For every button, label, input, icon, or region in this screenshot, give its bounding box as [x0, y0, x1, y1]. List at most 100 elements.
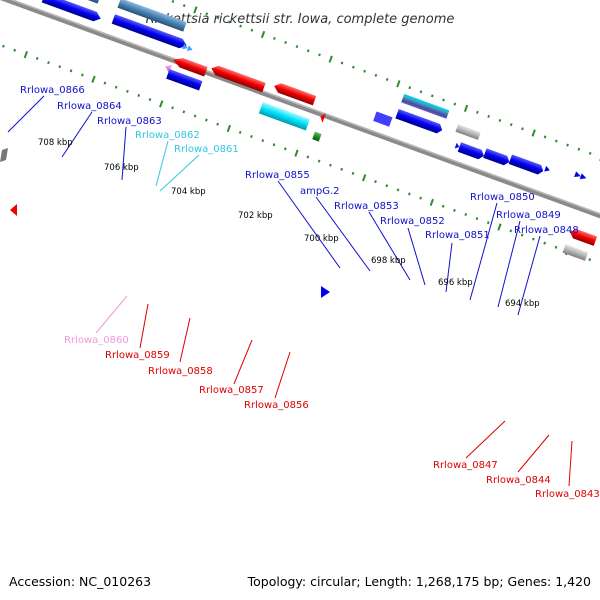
gene-label[interactable]: Rrlowa_0853 [334, 201, 399, 212]
minor-tick [396, 188, 400, 192]
minor-tick [554, 139, 558, 143]
minor-tick [261, 139, 265, 143]
minor-tick [442, 98, 445, 102]
gene-arrow-0866[interactable] [41, 0, 103, 23]
minor-tick [137, 93, 141, 97]
minor-tick [419, 196, 422, 200]
minor-tick [476, 110, 479, 114]
minor-tick [273, 36, 276, 40]
minor-tick [498, 118, 502, 123]
gene-label[interactable]: Rrlowa_0859 [105, 350, 170, 361]
gene-label[interactable]: Rrlowa_0862 [135, 130, 200, 141]
major-tick [23, 51, 29, 59]
minor-tick [47, 61, 50, 65]
gene-arrow-0864[interactable] [111, 14, 189, 50]
gene-arrow-0858[interactable] [210, 64, 266, 93]
gene-label[interactable]: Rrlowa_0861 [174, 144, 239, 155]
minor-tick [126, 89, 129, 93]
gene-box-0857[interactable] [258, 102, 310, 131]
label-leaders [7, 95, 573, 487]
gene-label[interactable]: Rrlowa_0856 [244, 400, 309, 411]
minor-tick [13, 48, 17, 52]
gene-label[interactable]: Rrlowa_0864 [57, 101, 122, 112]
major-tick [531, 129, 536, 137]
minor-tick [340, 167, 344, 171]
minor-tick [171, 106, 174, 110]
forward-tick-row [171, 0, 600, 162]
major-tick [463, 104, 469, 113]
gene-label[interactable]: Rrlowa_0852 [380, 216, 445, 227]
kbp-label: 704 kbp [171, 187, 206, 197]
minor-tick [464, 212, 468, 216]
gene-label[interactable]: Rrlowa_0850 [470, 192, 535, 203]
gene-label[interactable]: Rrlowa_0851 [425, 230, 490, 241]
genome-backbone [0, 0, 600, 226]
minor-tick [239, 24, 242, 28]
gene-label[interactable]: Rrlowa_0849 [496, 210, 561, 221]
gene-box-0856[interactable] [312, 131, 322, 142]
kbp-labels: 708 kbp 706 kbp 704 kbp 702 kbp 700 kbp … [38, 138, 540, 309]
minor-tick [408, 86, 412, 90]
minor-tick [430, 94, 434, 98]
gene-label[interactable]: Rrlowa_0857 [199, 385, 264, 396]
major-tick [294, 149, 299, 157]
gene-label[interactable]: Rrlowa_0863 [97, 116, 162, 127]
minor-tick [2, 44, 5, 48]
forward-marker-mid [321, 286, 330, 298]
minor-tick [509, 123, 513, 127]
major-tick [497, 223, 502, 231]
minor-tick [283, 147, 287, 151]
gene-label[interactable]: Rrlowa_0843 [535, 489, 600, 500]
minor-tick [521, 127, 524, 131]
minor-tick [340, 61, 344, 65]
gene-box-ampG[interactable] [401, 93, 450, 119]
major-tick [260, 30, 266, 39]
minor-tick [475, 217, 479, 221]
major-tick [91, 75, 96, 83]
gene-arrow-0852[interactable] [457, 142, 486, 160]
gene-arrow-0847[interactable] [568, 227, 598, 246]
reverse-tick-row [2, 44, 600, 266]
gene-label[interactable]: Rrlowa_0860 [64, 335, 129, 346]
gene-label[interactable]: Rrlowa_0847 [433, 460, 498, 471]
kbp-label: 702 kbp [238, 211, 273, 221]
minor-tick [317, 159, 321, 163]
gene-arrow-0855[interactable] [395, 108, 444, 135]
gene-arrow-0850[interactable] [508, 154, 545, 175]
gene-box-0859[interactable] [166, 69, 203, 91]
minor-tick [80, 73, 84, 77]
minor-tick [532, 237, 535, 241]
minor-tick [374, 73, 378, 77]
gene-label[interactable]: ampG.2 [300, 186, 340, 197]
kbp-label: 698 kbp [371, 256, 406, 266]
gene-arrow-0857-top[interactable] [272, 81, 317, 106]
major-tick [226, 124, 231, 133]
major-tick [193, 6, 198, 14]
gene-arrow-0851[interactable] [483, 148, 511, 166]
gene-label[interactable]: Rrlowa_0858 [148, 366, 213, 377]
gene-box-0853[interactable] [455, 124, 481, 140]
gene-box-0863[interactable] [117, 0, 187, 32]
minor-tick [419, 90, 423, 94]
gene-label[interactable]: Rrlowa_0855 [245, 170, 310, 181]
gene-label[interactable]: Rrlowa_0848 [514, 225, 579, 236]
minor-tick [351, 171, 355, 175]
reverse-marker-left [10, 204, 17, 216]
major-tick [362, 174, 367, 182]
gene-label[interactable]: Rrlowa_0844 [486, 475, 551, 486]
minor-tick [227, 20, 231, 24]
gene-arrow-0860[interactable] [164, 63, 173, 74]
minor-tick [543, 135, 547, 139]
minor-tick [58, 65, 62, 69]
minor-tick [588, 258, 592, 262]
minor-tick [453, 102, 457, 106]
minor-tick [329, 163, 332, 167]
gene-arrow-0859[interactable] [171, 55, 208, 77]
gene-label[interactable]: Rrlowa_0866 [20, 85, 85, 96]
minor-tick [193, 114, 197, 118]
gene-box-0847-gray[interactable] [562, 244, 589, 261]
minor-tick [205, 118, 208, 122]
map-title: Rickettsia rickettsii str. Iowa, complet… [146, 12, 455, 27]
minor-tick [114, 85, 118, 89]
